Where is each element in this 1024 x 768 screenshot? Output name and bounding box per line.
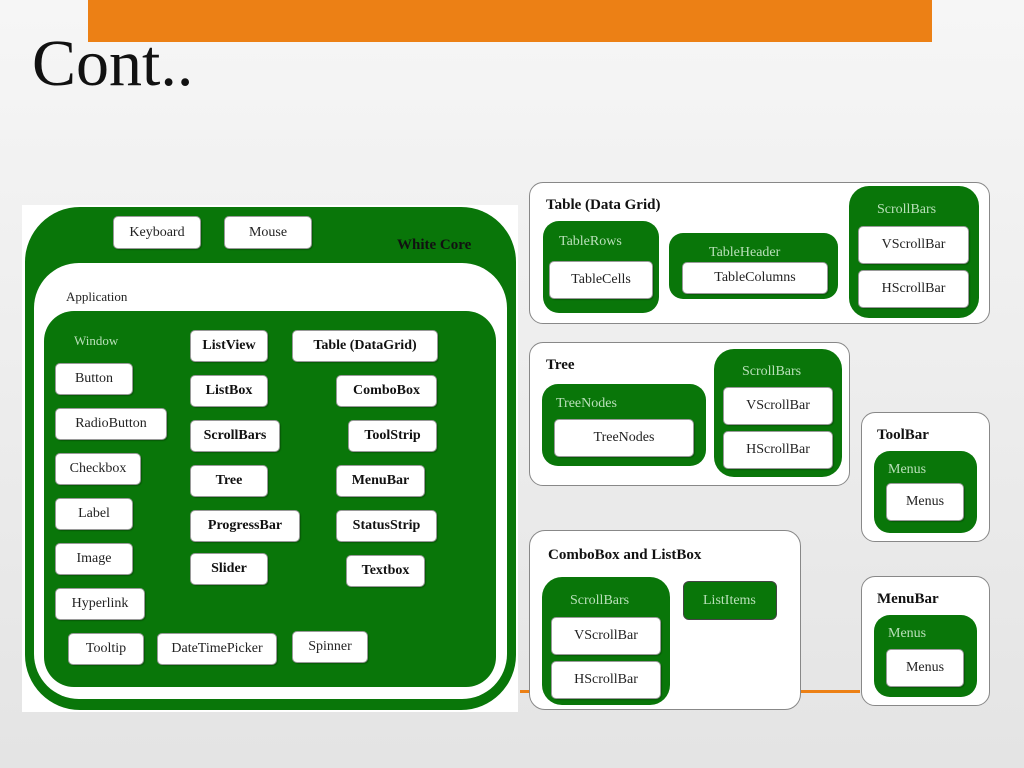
scrollbars-box: ScrollBars xyxy=(190,420,280,452)
listitems-box: ListItems xyxy=(683,581,777,620)
textbox-box: Textbox xyxy=(346,555,425,587)
application-label: Application xyxy=(66,289,128,304)
label-box: Label xyxy=(55,498,133,530)
menubar-box: MenuBar xyxy=(336,465,425,497)
menubar-panel: MenuBar Menus Menus xyxy=(861,576,990,706)
tooltip-box: Tooltip xyxy=(68,633,144,665)
tableheader-label: TableHeader xyxy=(709,245,781,260)
toolbar-menus-box: Menus Menus xyxy=(874,451,977,533)
hyperlink-box: Hyperlink xyxy=(55,588,145,620)
listitems-label: ListItems xyxy=(703,593,756,608)
combobox-listbox-title: ComboBox and ListBox xyxy=(548,547,702,563)
tablecolumns-box: TableColumns xyxy=(682,262,828,294)
tablerows-label: TableRows xyxy=(559,234,622,249)
white-core-box: Keyboard Mouse White Core Application Wi… xyxy=(25,207,516,710)
table-vscrollbar-box: VScrollBar xyxy=(858,226,969,264)
menubar-menus-item-box: Menus xyxy=(886,649,964,687)
table-datagrid-panel: Table (Data Grid) TableRows TableCells T… xyxy=(529,182,990,324)
white-core-label: White Core xyxy=(397,237,472,253)
toolbar-menus-label: Menus xyxy=(888,462,927,477)
combobox-listbox-panel: ComboBox and ListBox ScrollBars VScrollB… xyxy=(529,530,801,710)
combo-hscrollbar-box: HScrollBar xyxy=(551,661,661,699)
tree-box: Tree xyxy=(190,465,268,497)
tablecells-box: TableCells xyxy=(549,261,653,299)
image-box: Image xyxy=(55,543,133,575)
treenodes-item-box: TreeNodes xyxy=(554,419,694,457)
listbox-box: ListBox xyxy=(190,375,268,407)
slide-title: Cont.. xyxy=(32,27,194,100)
combo-scrollbars-label: ScrollBars xyxy=(570,593,630,608)
statusstrip-box: StatusStrip xyxy=(336,510,437,542)
toolbar-panel: ToolBar Menus Menus xyxy=(861,412,990,542)
tree-panel: Tree TreeNodes TreeNodes ScrollBars VScr… xyxy=(529,342,850,486)
tree-title: Tree xyxy=(546,357,575,373)
table-datagrid-title: Table (Data Grid) xyxy=(546,197,661,213)
tree-scrollbars-box: ScrollBars VScrollBar HScrollBar xyxy=(714,349,842,477)
combo-vscrollbar-box: VScrollBar xyxy=(551,617,661,655)
mouse-box: Mouse xyxy=(224,216,312,249)
checkbox-box: Checkbox xyxy=(55,453,141,485)
combobox-box: ComboBox xyxy=(336,375,437,407)
tableheader-box: TableHeader TableColumns xyxy=(669,233,838,299)
white-core-panel: Keyboard Mouse White Core Application Wi… xyxy=(22,205,518,712)
table-scrollbars-label: ScrollBars xyxy=(877,202,937,217)
window-label: Window xyxy=(74,333,119,348)
menubar-menus-box: Menus Menus xyxy=(874,615,977,697)
tree-scrollbars-label: ScrollBars xyxy=(742,364,802,379)
treenodes-box: TreeNodes TreeNodes xyxy=(542,384,706,466)
toolbar-title: ToolBar xyxy=(877,427,929,443)
button-box: Button xyxy=(55,363,133,395)
tablerows-box: TableRows TableCells xyxy=(543,221,659,313)
combo-scrollbars-box: ScrollBars VScrollBar HScrollBar xyxy=(542,577,670,705)
application-box: Application Window Button RadioButton Ch… xyxy=(34,263,507,699)
menubar-title: MenuBar xyxy=(877,591,939,607)
toolbar-menus-item-box: Menus xyxy=(886,483,964,521)
tree-vscrollbar-box: VScrollBar xyxy=(723,387,833,425)
tree-hscrollbar-box: HScrollBar xyxy=(723,431,833,469)
slider-box: Slider xyxy=(190,553,268,585)
treenodes-label: TreeNodes xyxy=(556,396,617,411)
keyboard-box: Keyboard xyxy=(113,216,201,249)
radiobutton-box: RadioButton xyxy=(55,408,167,440)
datetimepicker-box: DateTimePicker xyxy=(157,633,277,665)
spinner-box: Spinner xyxy=(292,631,368,663)
table-datagrid-box: Table (DataGrid) xyxy=(292,330,438,362)
table-hscrollbar-box: HScrollBar xyxy=(858,270,969,308)
table-scrollbars-box: ScrollBars VScrollBar HScrollBar xyxy=(849,186,979,318)
top-accent-bar xyxy=(88,0,932,42)
progressbar-box: ProgressBar xyxy=(190,510,300,542)
window-box: Window Button RadioButton Checkbox Label… xyxy=(44,311,496,687)
menubar-menus-label: Menus xyxy=(888,626,927,641)
toolstrip-box: ToolStrip xyxy=(348,420,437,452)
listview-box: ListView xyxy=(190,330,268,362)
